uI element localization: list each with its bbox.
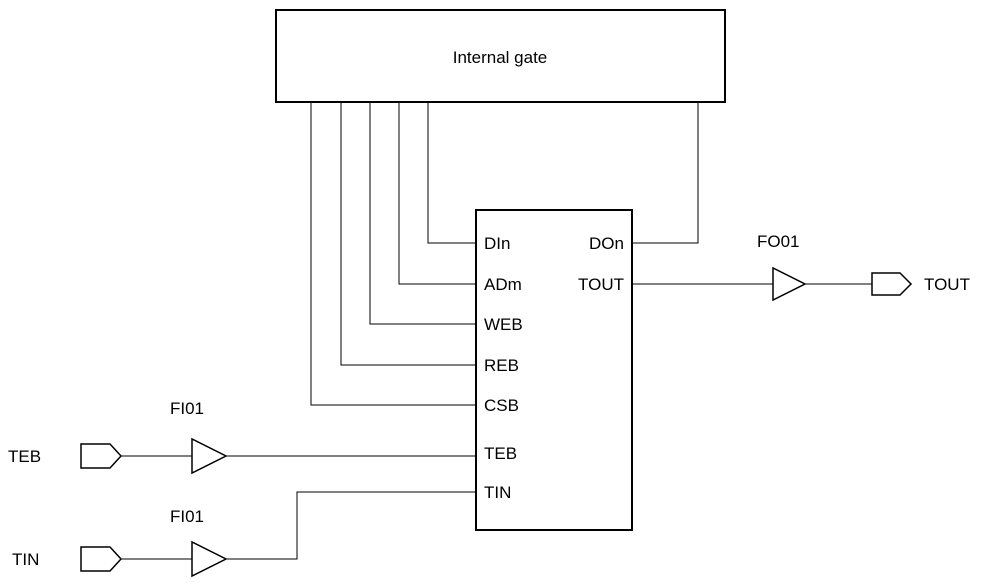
wire-reb <box>340 102 476 366</box>
internal-gate-box <box>275 9 726 103</box>
teb-input-path: TEB FI01 <box>8 399 476 475</box>
pin-label-tout: TOUT <box>578 275 624 294</box>
buffer-fo01-label: FO01 <box>757 232 800 251</box>
buffer-fo01-icon <box>772 266 807 302</box>
pin-label-teb: TEB <box>484 444 517 463</box>
tout-output-path: FO01 TOUT <box>632 232 970 302</box>
pin-label-reb: REB <box>484 356 519 375</box>
buffer-fi01-tin-label: FI01 <box>170 507 204 526</box>
pin-label-web: WEB <box>484 315 523 334</box>
input-port-tin-label: TIN <box>12 550 39 569</box>
pin-label-din: DIn <box>484 234 510 253</box>
internal-gate-block: Internal gate <box>275 9 726 103</box>
pin-label-tin: TIN <box>484 483 511 502</box>
input-port-teb-label: TEB <box>8 447 41 466</box>
pin-label-adm: ADm <box>484 275 522 294</box>
input-port-teb-icon <box>80 443 123 469</box>
main-block: DIn ADm WEB REB CSB TEB TIN DOn TOUT <box>475 209 633 531</box>
output-port-tout-icon <box>871 272 913 296</box>
tin-input-path: TIN FI01 <box>12 491 476 578</box>
input-port-tin-icon <box>80 546 123 572</box>
wire-adm <box>398 102 476 285</box>
buffer-fi01-teb-icon <box>191 437 228 475</box>
main-block-box <box>475 209 633 531</box>
internal-bus-wires <box>310 102 699 406</box>
buffer-fi01-tin-icon <box>191 540 228 578</box>
wire-web <box>369 102 476 325</box>
pin-label-don: DOn <box>589 234 624 253</box>
internal-gate-label: Internal gate <box>453 48 548 67</box>
wire-din <box>427 102 476 244</box>
wire-don <box>632 102 699 244</box>
buffer-fi01-teb-label: FI01 <box>170 399 204 418</box>
wire-csb <box>310 102 476 406</box>
output-port-tout-label: TOUT <box>924 275 970 294</box>
pin-label-csb: CSB <box>484 396 519 415</box>
wire-tin-buffer-to-block <box>226 491 476 560</box>
